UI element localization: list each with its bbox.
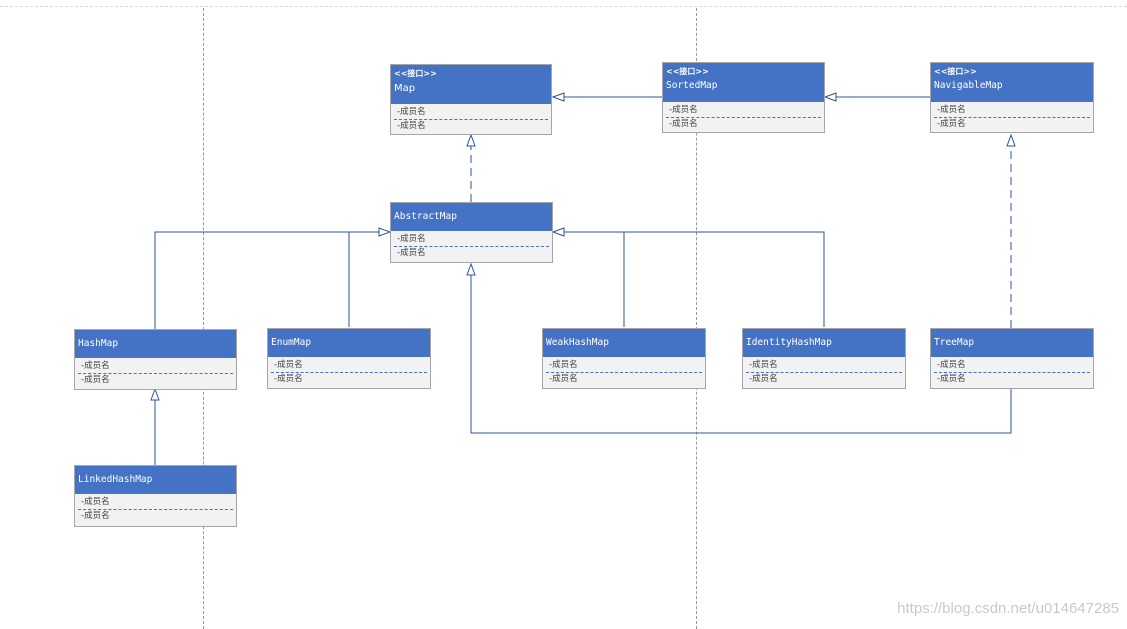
class-header: WeakHashMap	[543, 329, 705, 357]
navigablemap-arrowhead-icon	[1006, 133, 1016, 147]
stereotype-label: <<接口>>	[394, 69, 437, 78]
member-label: -成员名	[81, 375, 110, 385]
class-header: EnumMap	[268, 329, 430, 357]
class-name: AbstractMap	[394, 211, 457, 222]
member-label: -成员名	[397, 234, 426, 244]
class-linkedhashmap[interactable]: LinkedHashMap -成员名 -成员名	[74, 465, 237, 527]
member-separator	[934, 372, 1090, 373]
class-header: IdentityHashMap	[743, 329, 905, 357]
abstractmap-right-arrowhead-icon	[551, 227, 565, 237]
abstractmap-bottom-arrowhead-icon	[466, 262, 476, 276]
class-name: IdentityHashMap	[746, 337, 832, 348]
member-label: -成员名	[81, 511, 110, 521]
class-members: -成员名 -成员名	[663, 102, 824, 131]
member-separator	[78, 509, 233, 510]
class-sortedmap[interactable]: <<接口>> SortedMap -成员名 -成员名	[662, 62, 825, 133]
class-abstractmap[interactable]: AbstractMap -成员名 -成员名	[390, 202, 553, 263]
class-name: Map	[394, 83, 416, 94]
class-members: -成员名 -成员名	[743, 357, 905, 386]
stereotype-label: <<接口>>	[666, 67, 709, 76]
class-members: -成员名 -成员名	[931, 102, 1093, 131]
hashmap-arrowhead-icon	[150, 387, 160, 401]
class-header: TreeMap	[931, 329, 1093, 357]
class-name: SortedMap	[666, 80, 718, 91]
class-header: HashMap	[75, 330, 236, 358]
member-label: -成员名	[937, 374, 966, 384]
member-separator	[746, 372, 902, 373]
class-name: EnumMap	[271, 337, 312, 348]
map-bottom-arrowhead-icon	[466, 133, 476, 147]
member-label: -成员名	[549, 360, 578, 370]
class-name: HashMap	[78, 338, 119, 349]
member-label: -成员名	[81, 497, 110, 507]
class-header: <<接口>> NavigableMap	[931, 63, 1093, 102]
map-arrowhead-icon	[551, 92, 565, 102]
treemap-to-abstractmap-line	[470, 275, 1012, 434]
member-label: -成员名	[937, 105, 966, 115]
page-top-divider	[0, 6, 1127, 7]
class-header: <<接口>> SortedMap	[663, 63, 824, 102]
member-label: -成员名	[669, 105, 698, 115]
member-label: -成员名	[397, 248, 426, 258]
member-separator	[546, 372, 702, 373]
class-members: -成员名 -成员名	[268, 357, 430, 386]
class-name: TreeMap	[934, 337, 975, 348]
class-weakhashmap[interactable]: WeakHashMap -成员名 -成员名	[542, 328, 706, 389]
class-treemap[interactable]: TreeMap -成员名 -成员名	[930, 328, 1094, 389]
member-label: -成员名	[749, 374, 778, 384]
class-members: -成员名 -成员名	[391, 104, 551, 133]
class-name: NavigableMap	[934, 80, 1003, 91]
member-separator	[271, 372, 427, 373]
class-enummap[interactable]: EnumMap -成员名 -成员名	[267, 328, 431, 389]
class-header: LinkedHashMap	[75, 466, 236, 494]
class-identityhashmap[interactable]: IdentityHashMap -成员名 -成员名	[742, 328, 906, 389]
member-label: -成员名	[81, 361, 110, 371]
member-label: -成员名	[669, 119, 698, 129]
hashmap-to-abstractmap-line	[154, 231, 379, 329]
class-map[interactable]: <<接口>> Map -成员名 -成员名	[390, 64, 552, 135]
member-label: -成员名	[549, 374, 578, 384]
class-navigablemap[interactable]: <<接口>> NavigableMap -成员名 -成员名	[930, 62, 1094, 133]
watermark-text: https://blog.csdn.net/u014647285	[897, 600, 1119, 617]
class-hashmap[interactable]: HashMap -成员名 -成员名	[74, 329, 237, 390]
sortedmap-arrowhead-icon	[823, 92, 837, 102]
class-members: -成员名 -成员名	[931, 357, 1093, 386]
member-label: -成员名	[937, 119, 966, 129]
class-name: WeakHashMap	[546, 337, 609, 348]
member-label: -成员名	[749, 360, 778, 370]
class-members: -成员名 -成员名	[391, 231, 552, 260]
member-label: -成员名	[274, 360, 303, 370]
member-label: -成员名	[397, 121, 426, 131]
identityhashmap-to-abstractmap-line	[564, 231, 825, 327]
class-members: -成员名 -成员名	[75, 494, 236, 523]
page-boundary-line	[696, 8, 697, 629]
member-separator	[666, 117, 821, 118]
member-label: -成员名	[937, 360, 966, 370]
class-name: LinkedHashMap	[78, 474, 153, 485]
member-label: -成员名	[274, 374, 303, 384]
class-members: -成员名 -成员名	[75, 358, 236, 387]
member-label: -成员名	[397, 107, 426, 117]
abstractmap-left-arrowhead-icon	[378, 227, 392, 237]
member-separator	[394, 119, 548, 120]
stereotype-label: <<接口>>	[934, 67, 977, 76]
member-separator	[934, 117, 1090, 118]
class-header: <<接口>> Map	[391, 65, 551, 104]
page-boundary-line	[203, 8, 204, 629]
member-separator	[78, 373, 233, 374]
member-separator	[394, 246, 549, 247]
class-header: AbstractMap	[391, 203, 552, 231]
class-members: -成员名 -成员名	[543, 357, 705, 386]
